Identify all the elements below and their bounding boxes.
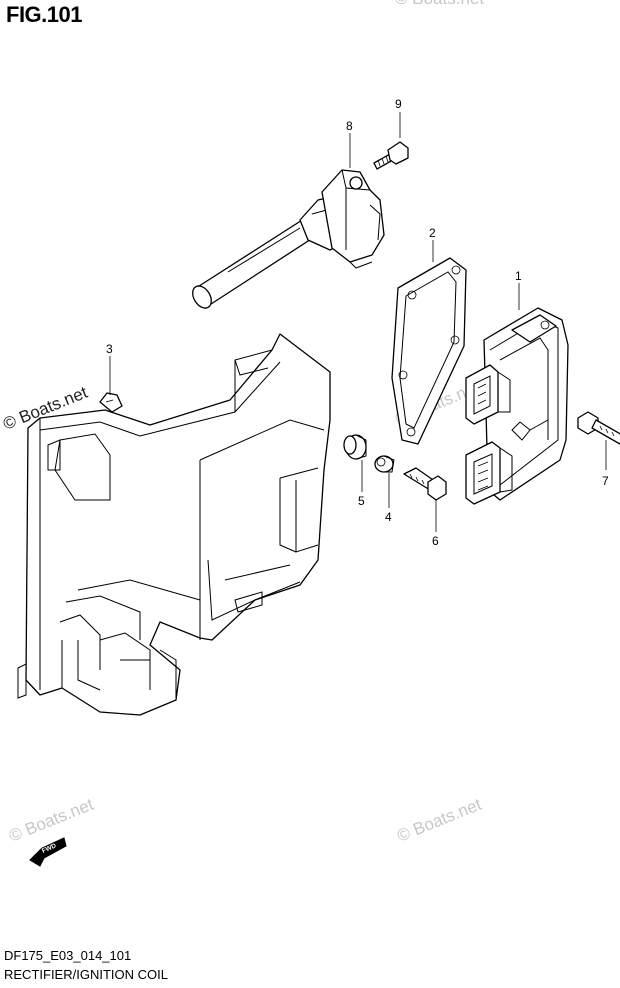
collar-part [374, 455, 395, 473]
bracket-bolt-part [403, 467, 447, 501]
diagram-name: RECTIFIER/IGNITION COIL [4, 967, 168, 982]
bracket-cover-part [17, 333, 331, 716]
gasket-part [391, 257, 467, 445]
callout-2: 2 [429, 226, 436, 240]
fwd-arrow-icon: FWD [29, 837, 67, 867]
callout-8: 8 [346, 119, 353, 133]
callout-6: 6 [432, 534, 439, 548]
coil-bolt-part [373, 141, 409, 170]
leader-lines [109, 112, 607, 532]
figure-title: FIG.101 [6, 2, 82, 27]
callout-5: 5 [358, 494, 365, 508]
ignition-coil-part [192, 169, 385, 309]
callout-4: 4 [385, 510, 392, 524]
watermark-bottom-right: © Boats.net [394, 795, 484, 846]
watermark-bottom-left: © Boats.net [6, 795, 96, 846]
diagram-code: DF175_E03_014_101 [4, 948, 132, 963]
callout-7: 7 [602, 474, 609, 488]
callout-9: 9 [395, 97, 402, 111]
rectifier-part [465, 307, 569, 505]
callout-3: 3 [106, 342, 113, 356]
rectifier-bolt-part [577, 411, 620, 445]
watermark-top: © Boats.net [395, 0, 484, 8]
grommet-part [343, 434, 367, 460]
callouts: 9 8 2 1 3 5 4 6 7 [106, 97, 609, 548]
callout-1: 1 [515, 269, 522, 283]
